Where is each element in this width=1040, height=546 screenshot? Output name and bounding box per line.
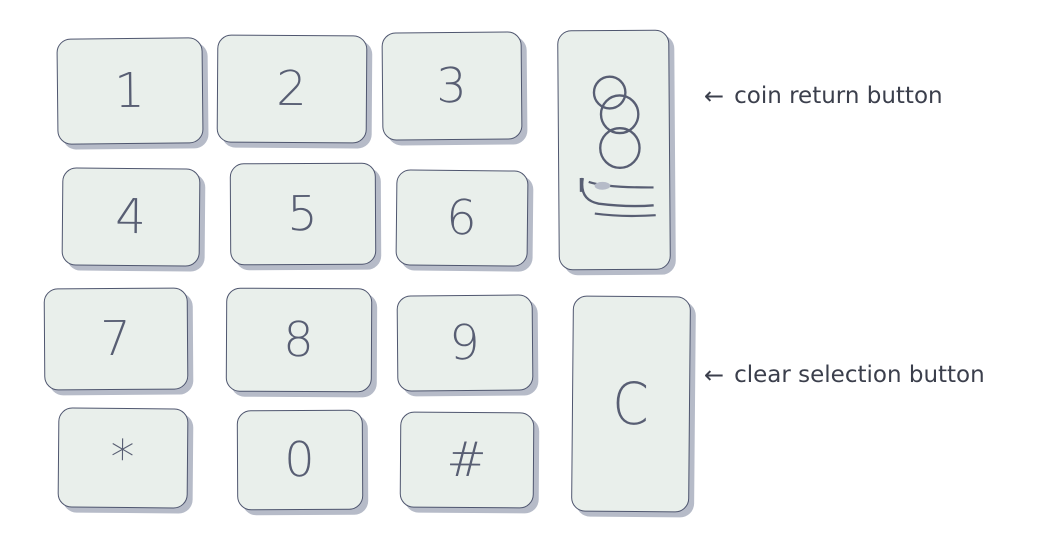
key-star[interactable]: * (57, 407, 189, 509)
key-8-label: 8 (283, 311, 315, 369)
key-9-label: 9 (448, 314, 482, 372)
key-2[interactable]: 2 (216, 34, 368, 144)
key-7[interactable]: 7 (43, 287, 189, 391)
key-9[interactable]: 9 (396, 294, 534, 392)
key-4[interactable]: 4 (61, 167, 201, 267)
key-5-label: 5 (287, 185, 319, 243)
key-7-label: 7 (100, 310, 132, 368)
coin-return-annotation: ← coin return button (704, 82, 943, 110)
key-1-label: 1 (113, 62, 147, 120)
key-hash-label: # (446, 431, 488, 489)
key-5[interactable]: 5 (229, 162, 377, 266)
key-hash[interactable]: # (399, 411, 535, 509)
left-arrow-icon: ← (704, 361, 725, 389)
key-3-label: 3 (435, 57, 469, 115)
key-8[interactable]: 8 (225, 287, 373, 393)
left-arrow-icon: ← (704, 82, 725, 110)
key-star-label: * (110, 429, 136, 487)
clear-selection-button[interactable]: C (571, 295, 691, 513)
key-6-label: 6 (445, 189, 479, 247)
clear-selection-annotation: ← clear selection button (704, 361, 985, 389)
coin-return-annotation-text: coin return button (734, 83, 943, 109)
clear-selection-annotation-text: clear selection button (734, 362, 985, 388)
key-0-label: 0 (284, 431, 316, 489)
key-4-label: 4 (114, 188, 148, 246)
key-6[interactable]: 6 (395, 169, 529, 267)
key-2-label: 2 (276, 60, 308, 118)
key-0[interactable]: 0 (236, 409, 364, 511)
key-3[interactable]: 3 (381, 31, 523, 141)
coin-return-icon (579, 75, 656, 218)
key-1[interactable]: 1 (56, 37, 204, 145)
coin-return-button[interactable] (557, 29, 671, 271)
clear-label: C (612, 369, 650, 439)
